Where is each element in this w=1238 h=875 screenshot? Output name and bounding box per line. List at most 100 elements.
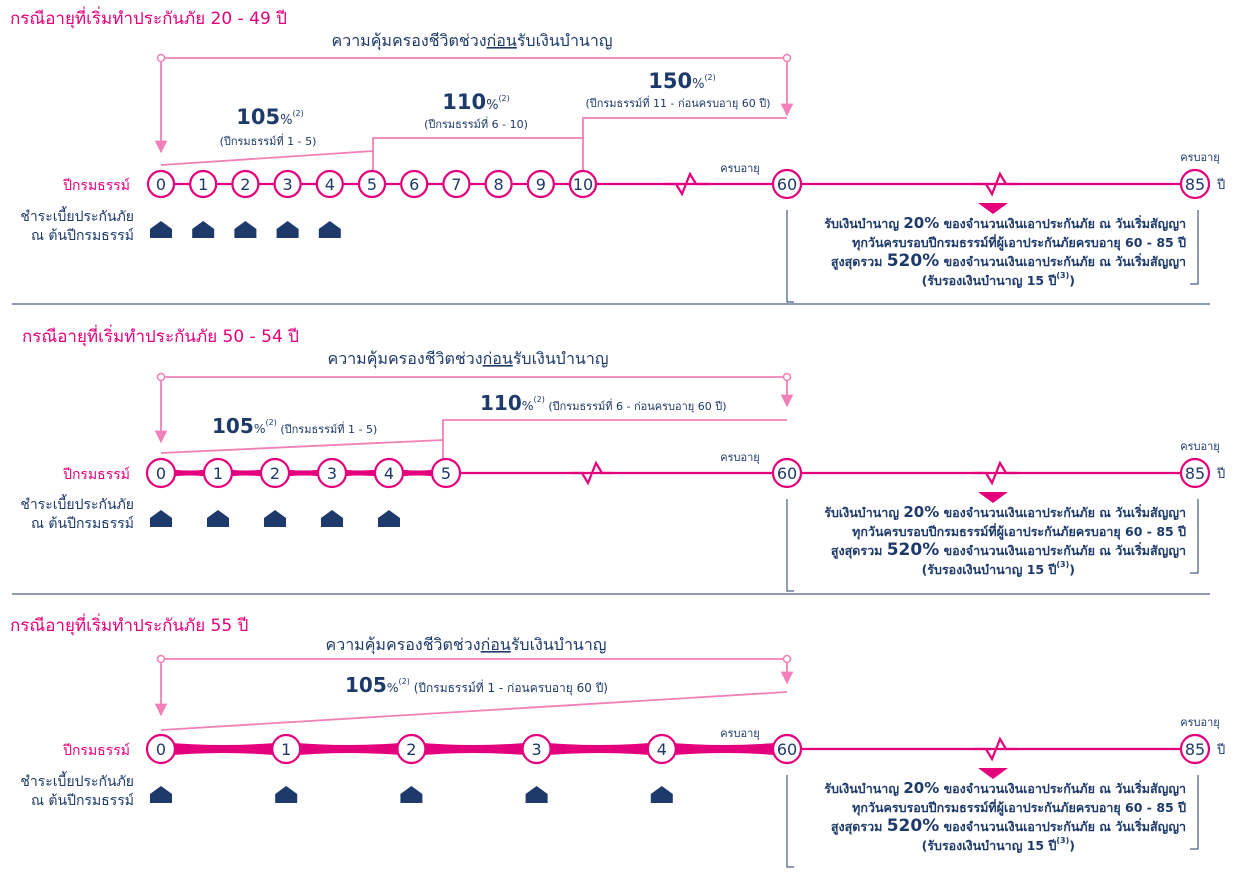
node-circle xyxy=(568,169,598,199)
percent-sign: % xyxy=(522,398,534,413)
node-circle xyxy=(146,169,176,199)
node-circle xyxy=(1179,168,1211,200)
premium-house-icon xyxy=(207,510,229,527)
bracket-dot xyxy=(782,53,792,63)
percent-sign: % xyxy=(280,113,292,128)
annuity-text: ) xyxy=(1069,273,1075,288)
timeline-node: 4 xyxy=(315,169,344,199)
coverage-percent: 105%(2) (ปีกรมธรรม์ที่ 1 - ก่อนครบอายุ 6… xyxy=(345,673,608,697)
annuity-text: รับเงินบำนาญ xyxy=(824,505,903,520)
node-circle xyxy=(189,169,218,199)
node-label: 85 xyxy=(1185,175,1205,194)
annuity-info: รับเงินบำนาญ 20% ของจำนวนเงินเอาประกันภั… xyxy=(786,210,1199,303)
node-label: 2 xyxy=(240,175,250,194)
annuity-line-2: ทุกวันครบรอบปีกรมธรรม์ที่ผู้เอาประกันภัย… xyxy=(852,799,1186,816)
coverage-suffix: รับเงินบำนาญ xyxy=(517,31,613,50)
timeline-node: 4 xyxy=(646,733,677,765)
node-circle xyxy=(1179,457,1211,489)
node-circle xyxy=(526,169,555,199)
node-circle xyxy=(646,733,677,765)
premium-house-icon xyxy=(150,510,172,527)
timeline-node: 5 xyxy=(357,169,387,199)
node-circle xyxy=(771,457,803,489)
node-circle xyxy=(145,457,177,489)
timeline-node: 85 xyxy=(1179,457,1211,489)
node-label: 60 xyxy=(777,740,797,759)
premium-label-line2: ณ ต้นปีกรมธรรม์ xyxy=(31,227,134,244)
node-circle xyxy=(231,169,260,199)
premium-house-icon xyxy=(318,221,341,238)
bracket-dot xyxy=(156,654,166,664)
timeline-node: 0 xyxy=(145,733,177,765)
node-label: 85 xyxy=(1185,464,1205,483)
node-label: 6 xyxy=(409,175,419,194)
node-circle xyxy=(771,733,803,765)
annuity-line-2: ทุกวันครบรอบปีกรมธรรม์ที่ผู้เอาประกันภัย… xyxy=(852,523,1186,540)
coverage-prefix: ความคุ้มครองชีวิตช่วง xyxy=(328,349,483,369)
coverage-title: ความคุ้มครองชีวิตช่วงก่อนรับเงินบำนาญ xyxy=(326,635,607,655)
section-title: กรณีอายุที่เริ่มทำประกันภัย 20 - 49 ปี xyxy=(10,6,287,29)
coverage-underline: ก่อน xyxy=(483,349,513,368)
footnote-ref: (2) xyxy=(399,677,410,686)
node-label: 4 xyxy=(325,175,335,194)
coverage-title: ความคุ้มครองชีวิตช่วงก่อนรับเงินบำนาญ xyxy=(332,31,613,51)
premium-house-icon xyxy=(150,786,172,803)
premium-house-icon xyxy=(275,786,298,803)
timeline-node: 10 xyxy=(568,169,598,199)
annuity-line-1: รับเงินบำนาญ 20% ของจำนวนเงินเอาประกันภั… xyxy=(824,503,1186,521)
annuity-bracket xyxy=(786,499,794,592)
premium-step-line xyxy=(160,691,788,731)
coverage-prefix: ความคุ้มครองชีวิตช่วง xyxy=(326,635,481,655)
node-label: 1 xyxy=(213,464,223,483)
timeline-node: 9 xyxy=(526,169,555,199)
node-circle xyxy=(145,733,177,765)
annuity-info: รับเงินบำนาญ 20% ของจำนวนเงินเอาประกันภั… xyxy=(786,775,1199,868)
node-circle xyxy=(442,169,471,199)
node-label: 9 xyxy=(536,175,546,194)
coverage-suffix: รับเงินบำนาญ xyxy=(513,349,609,368)
annuity-line-4: (รับรองเงินบำนาญ 15 ปี(3)) xyxy=(922,271,1075,288)
node-circle xyxy=(271,733,302,765)
node-circle xyxy=(316,457,348,489)
node-circle xyxy=(430,457,462,489)
annuity-bracket-right xyxy=(1190,775,1199,850)
premium-house-icon xyxy=(525,786,548,803)
timeline-node: 0 xyxy=(145,457,177,489)
annuity-line-1: รับเงินบำนาญ 20% ของจำนวนเงินเอาประกันภั… xyxy=(824,779,1186,797)
annuity-bracket xyxy=(786,210,794,303)
timeline-node: 2 xyxy=(396,733,427,765)
annuity-line-3: สูงสุดรวม 520% ของจำนวนเงินเอาประกันภัย … xyxy=(831,540,1186,560)
premium-step-line xyxy=(160,419,787,454)
annuity-text: รับเงินบำนาญ xyxy=(824,781,903,796)
break-zigzag xyxy=(974,171,1018,197)
node-label: 1 xyxy=(281,740,291,759)
annuity-start-marker xyxy=(978,492,1008,503)
annuity-text: (รับรองเงินบำนาญ 15 ปี xyxy=(922,562,1057,577)
node-circle xyxy=(484,169,513,199)
node-circle xyxy=(357,169,387,199)
footnote-ref: (3) xyxy=(1056,560,1069,569)
footnote-ref: (2) xyxy=(534,395,545,404)
node-circle xyxy=(315,169,344,199)
timeline-node: 60 xyxy=(771,168,803,200)
annuity-line-2: ทุกวันครบรอบปีกรมธรรม์ที่ผู้เอาประกันภัย… xyxy=(852,234,1186,251)
node-label: 1 xyxy=(198,175,208,194)
annuity-line-4: (รับรองเงินบำนาญ 15 ปี(3)) xyxy=(922,836,1075,853)
node-label: 0 xyxy=(156,175,166,194)
annuity-line-4: (รับรองเงินบำนาญ 15 ปี(3)) xyxy=(922,560,1075,577)
timeline-node: 4 xyxy=(373,457,405,489)
timeline-node: 6 xyxy=(400,169,429,199)
annuity-text: ของจำนวนเงินเอาประกันภัย ณ วันเริ่มสัญญา xyxy=(939,215,1186,231)
premium-house-icon xyxy=(378,510,400,527)
node-label: 5 xyxy=(441,464,451,483)
timeline-node: 60 xyxy=(771,457,803,489)
coverage-prefix: ความคุ้มครองชีวิตช่วง xyxy=(332,31,487,51)
section-age-55: กรณีอายุที่เริ่มทำประกันภัย 55 ปีความคุ้… xyxy=(10,613,1225,868)
coverage-underline: ก่อน xyxy=(481,635,511,654)
coverage-underline: ก่อน xyxy=(487,31,517,50)
node-circle xyxy=(202,457,234,489)
policy-year-label: ปีกรมธรรม์ xyxy=(63,177,130,194)
annuity-info: รับเงินบำนาญ 20% ของจำนวนเงินเอาประกันภั… xyxy=(786,499,1199,592)
section-age-50-54: กรณีอายุที่เริ่มทำประกันภัย 50 - 54 ปีคว… xyxy=(20,324,1225,592)
